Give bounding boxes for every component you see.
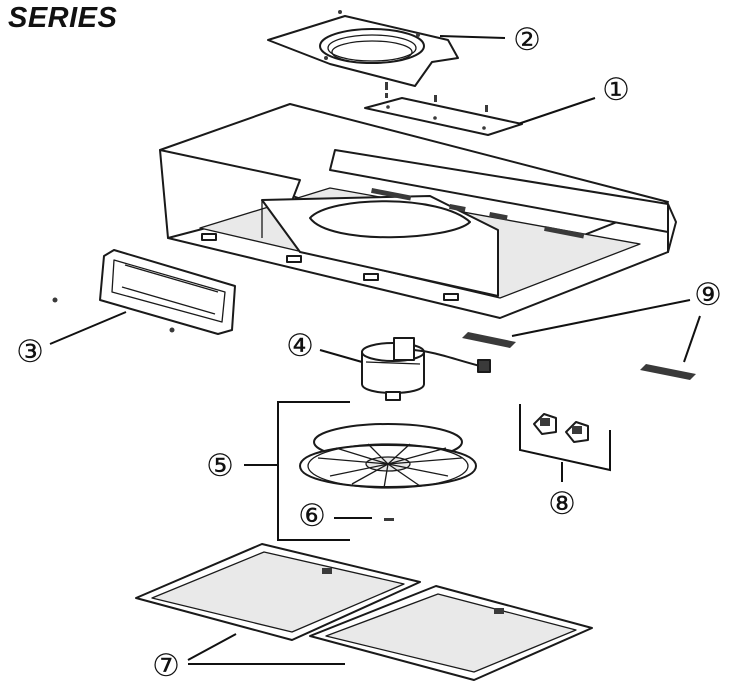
grease-filters <box>135 543 593 681</box>
top-cover-plate <box>364 97 523 136</box>
damper-connector <box>52 249 236 335</box>
blower-wheel <box>299 423 477 521</box>
callout-5: ⑤ <box>206 448 234 484</box>
callout-4: ④ <box>286 328 314 364</box>
callout-3: ③ <box>16 334 44 370</box>
light-clips <box>519 404 611 472</box>
diagram-title: SERIES <box>8 2 118 34</box>
duct-adapter-plate <box>267 10 459 87</box>
callout-2: ② <box>513 22 541 58</box>
callout-6: ⑥ <box>298 498 326 534</box>
leader-lines <box>49 35 701 665</box>
mounting-screws <box>385 82 488 112</box>
callout-7: ⑦ <box>152 648 180 684</box>
callout-1: ① <box>602 72 630 108</box>
side-grilles <box>462 332 696 380</box>
range-hood-body <box>159 103 677 319</box>
blower-motor <box>361 337 491 401</box>
callout-labels: ② ① ③ ④ ⑤ ⑥ ⑦ ⑧ ⑨ <box>16 22 722 684</box>
callout-9: ⑨ <box>694 277 722 313</box>
callout-8: ⑧ <box>548 486 576 522</box>
